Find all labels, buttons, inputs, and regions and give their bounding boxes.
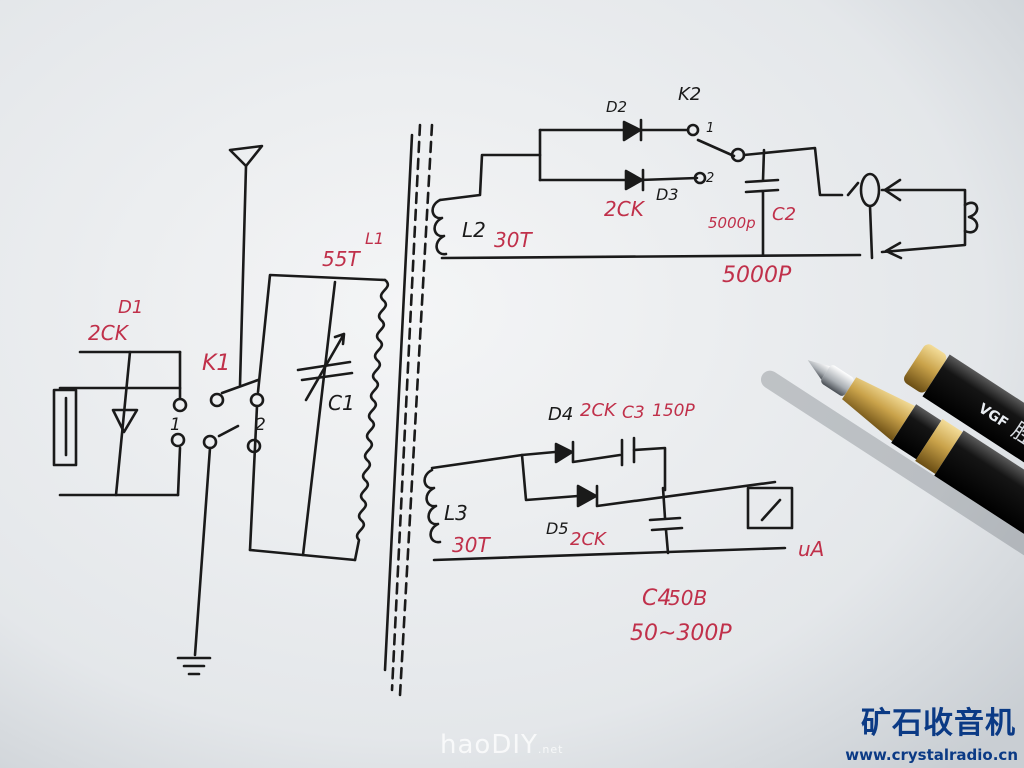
label-k2-pos1: 1 xyxy=(706,121,714,136)
left-circuit xyxy=(52,123,434,697)
watermark-site-cn: 矿石收音机 xyxy=(861,706,1016,741)
label-l3-turns: 30T xyxy=(452,533,491,557)
watermark-haodiy: haoDIY.net xyxy=(440,730,563,760)
label-k2: K2 xyxy=(678,84,701,105)
label-l2-turns: 30T xyxy=(494,228,533,252)
label-d2: D2 xyxy=(606,98,627,116)
label-c3: C3 xyxy=(622,403,645,423)
lower-right-circuit xyxy=(423,436,794,562)
label-l3: L3 xyxy=(444,501,468,525)
watermark-site-url: www.crystalradio.cn xyxy=(845,746,1018,764)
label-d1: D1 xyxy=(118,297,143,318)
label-c2-value: 5000p xyxy=(708,214,756,232)
pen: VGF 胜利新加工 xyxy=(760,344,1024,585)
label-d5-type: 2CK xyxy=(570,529,607,550)
label-c4-value: 50B xyxy=(668,586,707,610)
label-k2-pos2: 2 xyxy=(706,171,714,186)
upper-right-circuit xyxy=(431,118,979,260)
label-d1-type: 2CK xyxy=(88,321,130,345)
label-k1: K1 xyxy=(202,351,230,376)
label-d4-type: 2CK xyxy=(580,400,617,421)
label-c4: C4 xyxy=(642,586,671,611)
label-sw1-pos2: 2 xyxy=(255,415,266,435)
label-l1: L1 xyxy=(365,229,384,248)
watermark-haodiy-suffix: .net xyxy=(537,743,564,756)
annotations: D1 2CK K1 1 2 L1 55T C1 D2 K2 1 2 D3 2CK… xyxy=(88,84,824,646)
label-c2-value-below: 5000P xyxy=(722,263,792,288)
label-l2: L2 xyxy=(462,218,486,242)
label-d3: D3 xyxy=(656,185,679,204)
label-c4-range: 50~300P xyxy=(630,621,732,646)
label-c2: C2 xyxy=(772,204,796,225)
pen-tip xyxy=(807,360,831,380)
label-c3-value: 150P xyxy=(652,401,695,421)
label-c1: C1 xyxy=(328,391,355,415)
label-d4: D4 xyxy=(548,404,573,425)
watermark-haodiy-name: haoDIY xyxy=(440,730,538,760)
label-d5: D5 xyxy=(546,519,569,538)
label-l1-turns: 55T xyxy=(322,247,361,271)
label-ua: uA xyxy=(798,537,824,561)
label-d2-d3-type: 2CK xyxy=(604,197,646,221)
label-sw1-pos1: 1 xyxy=(170,415,181,435)
